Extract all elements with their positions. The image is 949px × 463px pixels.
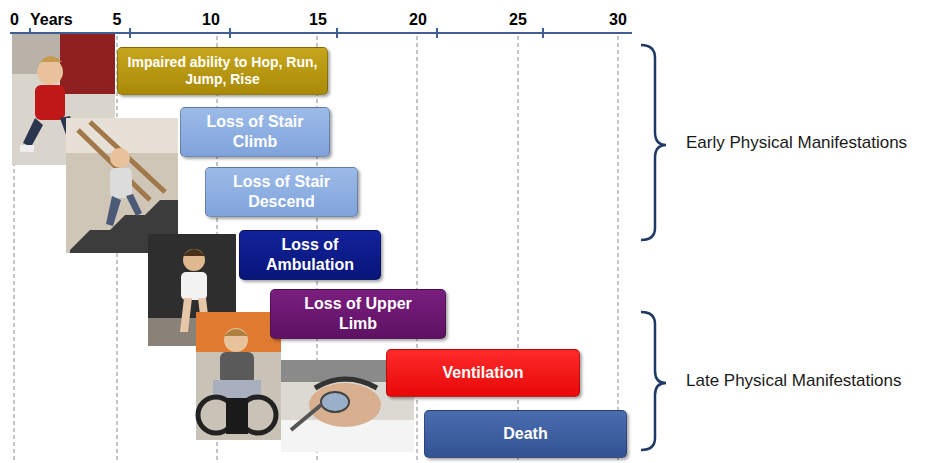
stair-climb-bar: Loss of Stair Climb <box>180 107 330 157</box>
year-tick: 25 <box>509 10 527 29</box>
year-tick: 20 <box>409 10 427 29</box>
axis-unit: Years <box>30 10 73 29</box>
ventilation-bar: Ventilation <box>386 349 580 397</box>
photo-wheelchair <box>196 312 281 440</box>
stage-label: Loss of Stair Climb <box>195 112 315 152</box>
stage-label: Impaired ability to Hop, Run, Jump, Rise <box>126 54 319 89</box>
stage-label: Loss of Stair Descend <box>220 172 343 212</box>
group-label: Early Physical Manifestations <box>686 133 907 153</box>
stage-label: Death <box>503 424 547 444</box>
upper-limb-bar: Loss of Upper Limb <box>270 289 446 339</box>
group-bracket <box>641 45 666 450</box>
stage-label: Loss of Ambulation <box>248 235 372 275</box>
photo-stair-climb <box>66 118 178 253</box>
year-tick: 15 <box>309 10 327 29</box>
impaired-mobility-bar: Impaired ability to Hop, Run, Jump, Rise <box>117 47 328 95</box>
group-label: Late Physical Manifestations <box>686 371 901 391</box>
year-tick: 10 <box>202 10 220 29</box>
ambulation-bar: Loss of Ambulation <box>239 230 381 280</box>
death-bar: Death <box>424 410 627 458</box>
stage-label: Ventilation <box>443 363 524 383</box>
stair-descend-bar: Loss of Stair Descend <box>205 167 358 217</box>
stage-label: Loss of Upper Limb <box>295 294 421 334</box>
year-tick: 30 <box>609 10 627 29</box>
axis-origin: 0 <box>10 10 19 29</box>
year-tick: 5 <box>113 10 122 29</box>
